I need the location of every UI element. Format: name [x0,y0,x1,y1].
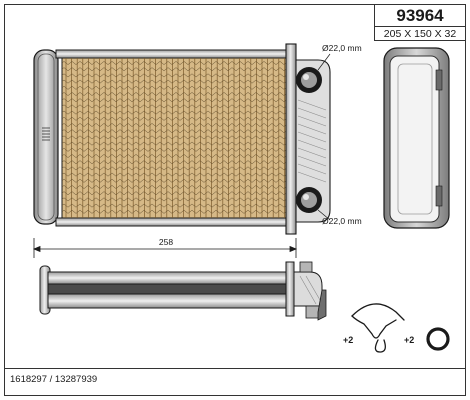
o-ring-icon [426,327,450,351]
length-dimension [32,238,298,258]
core-fin-row [61,166,289,171]
top-frame-bar [55,49,291,59]
bottom-pipe-diameter: Ø22,0 mm [322,216,362,226]
front-view: Ø22,0 mm Ø22,0 mm [33,43,362,235]
core-fin-row [61,135,289,140]
core-fin-row [61,110,289,115]
end-cap [317,289,327,321]
bottom-pipe-leader [317,209,331,221]
pipe-stub-top [299,261,313,273]
core-fin-row [61,141,289,146]
core-fin-row [61,209,289,214]
top-pipe-leader [317,53,331,71]
pipe-block-hatching [297,99,327,183]
core-fin-row [61,67,289,72]
side-clip-bottom [435,185,443,207]
dimensions-label: 205 X 150 X 32 [384,28,457,40]
accessories: +2 +2 [343,303,450,353]
core-fin-row [61,178,289,183]
page-frame [4,4,466,396]
radiator-core [61,57,289,219]
core-fin-row [61,129,289,134]
top-view [39,261,327,321]
oring-quantity: +2 [404,335,414,345]
right-end-plate [285,43,297,235]
core-fin-row [61,104,289,109]
core-fin-row [61,184,289,189]
core-fin-row [61,172,289,177]
spring-clip-icon [351,303,405,353]
core-fin-row [61,98,289,103]
part-number: 93964 [396,6,444,25]
core-fin-row [61,203,289,208]
core-fin-row [61,160,289,165]
core-fin-row [61,73,289,78]
core-fin-row [61,116,289,121]
core-fin-row [61,153,289,158]
core-fin-row [61,91,289,96]
clip-quantity: +2 [343,335,353,345]
core-fin-row [61,147,289,152]
bottom-frame-bar [55,217,291,227]
core-fin-row [61,79,289,84]
pipe-block [295,59,331,223]
bottom-pipe [296,187,322,213]
header-box: 93964 205 X 150 X 32 [374,4,466,41]
core-fin-row [61,197,289,202]
core-fin-row [61,85,289,90]
top-pipe-diameter: Ø22,0 mm [322,43,362,53]
core-fin-row [61,60,289,65]
oem-numbers: 1618297 / 13287939 [10,374,97,385]
core-fin-row [61,122,289,127]
length-label: 258 [159,237,173,247]
side-clip-top [435,69,443,91]
top-pipe [296,67,322,93]
side-view [383,47,450,229]
tank-ribs [42,127,50,141]
core-fin-row [61,191,289,196]
